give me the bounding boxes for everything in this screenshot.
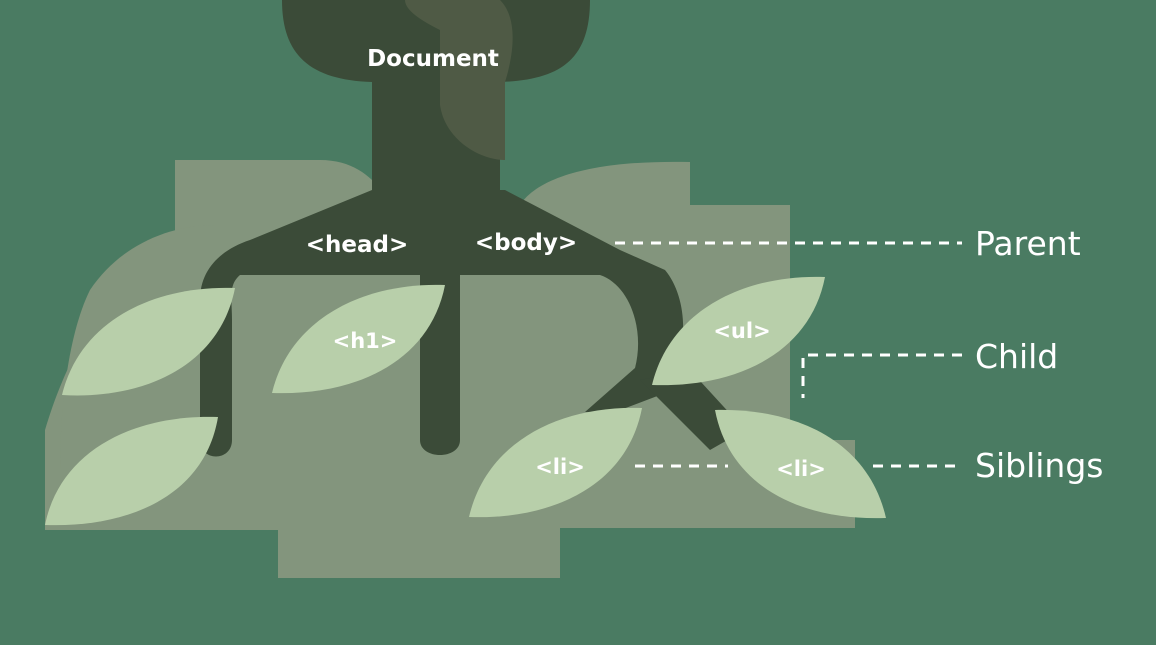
ul-node-label: <ul> bbox=[713, 319, 770, 343]
branch-right-fork bbox=[640, 370, 745, 450]
branch-split bbox=[200, 190, 684, 457]
child-label: Child bbox=[975, 337, 1058, 376]
leaf-left-lower bbox=[45, 416, 218, 526]
trunk-highlight bbox=[405, 0, 513, 160]
leaf-li-left bbox=[469, 407, 642, 518]
li-right-node-label: <li> bbox=[776, 457, 826, 481]
head-node-label: <head> bbox=[306, 232, 409, 258]
leaf-li-right bbox=[715, 409, 886, 519]
body-node-label: <body> bbox=[475, 230, 577, 256]
tree-trunk bbox=[200, 0, 745, 457]
leaves bbox=[45, 276, 886, 526]
siblings-label: Siblings bbox=[975, 446, 1103, 485]
leaf-ul bbox=[652, 276, 825, 386]
document-label: Document bbox=[367, 46, 499, 72]
trunk-top-bulb bbox=[282, 0, 590, 195]
li-left-node-label: <li> bbox=[535, 455, 585, 479]
leaf-left-upper bbox=[62, 287, 235, 396]
child-connector bbox=[801, 353, 962, 398]
parent-label: Parent bbox=[975, 224, 1081, 263]
leaf-h1 bbox=[272, 284, 445, 394]
relation-connectors bbox=[615, 241, 962, 468]
h1-node-label: <h1> bbox=[333, 329, 398, 353]
